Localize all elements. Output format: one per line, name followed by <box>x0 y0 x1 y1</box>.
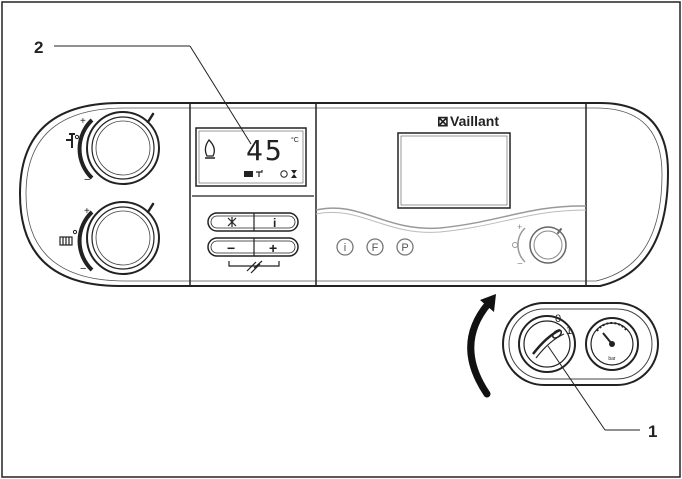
radiator-icon <box>59 229 78 246</box>
svg-text:P: P <box>401 242 408 254</box>
temperature-unit: °C <box>291 136 299 144</box>
small-adjustment-knob[interactable] <box>512 226 567 264</box>
lcd-display: 45 °C <box>195 127 307 187</box>
callout-1: 1 <box>547 345 657 441</box>
heating-temperature-knob[interactable] <box>77 201 160 275</box>
knob-indicator-icon <box>512 242 518 248</box>
service-mode-bracket <box>228 260 280 274</box>
callout-label-1: 1 <box>648 422 657 441</box>
dhw-knob-minus: − <box>84 174 90 186</box>
callout-2: 2 <box>34 38 252 145</box>
heat-knob-plus: + <box>84 206 90 217</box>
keypad <box>207 212 299 257</box>
main-switch[interactable] <box>518 315 576 373</box>
brand-logo-mark: ⊠ <box>437 113 449 129</box>
dhw-temperature-knob[interactable] <box>77 111 160 185</box>
knob-plus: + <box>517 222 522 232</box>
lcd-radiator-icon <box>244 171 253 177</box>
svg-text:i: i <box>344 242 346 254</box>
plus-button[interactable]: + <box>269 240 277 256</box>
heat-knob-minus: − <box>80 263 86 275</box>
tap-icon <box>66 133 80 148</box>
temperature-readout: 45 <box>246 134 284 167</box>
minus-button[interactable]: − <box>227 240 235 256</box>
wrench-icon <box>246 260 263 274</box>
lcd-clock-icon <box>280 170 288 178</box>
switch-on-label: 1 <box>566 325 572 337</box>
service-button-info[interactable]: i <box>336 238 354 256</box>
callout-label-2: 2 <box>34 38 43 57</box>
lcd-hourglass-icon <box>291 170 297 178</box>
service-button-program[interactable]: P <box>396 238 414 256</box>
dhw-knob-plus: + <box>80 116 86 127</box>
service-button-fault[interactable]: F <box>366 238 384 256</box>
pressure-gauge: bar <box>585 317 639 371</box>
switch-off-label: 0 <box>555 313 561 325</box>
lcd-tap-icon <box>256 170 263 177</box>
svg-text:F: F <box>372 242 379 254</box>
info-button[interactable]: i <box>273 216 276 230</box>
chimney-sweep-button[interactable] <box>211 216 254 228</box>
decorative-wave <box>315 205 587 230</box>
rotation-arrow-icon <box>467 294 496 398</box>
flame-icon <box>204 139 215 157</box>
brand-name: Vaillant <box>450 113 499 129</box>
chimney-sweep-icon <box>227 217 237 227</box>
gauge-unit: bar <box>608 356 616 362</box>
info-screen <box>397 132 511 209</box>
knob-minus: − <box>517 259 523 270</box>
